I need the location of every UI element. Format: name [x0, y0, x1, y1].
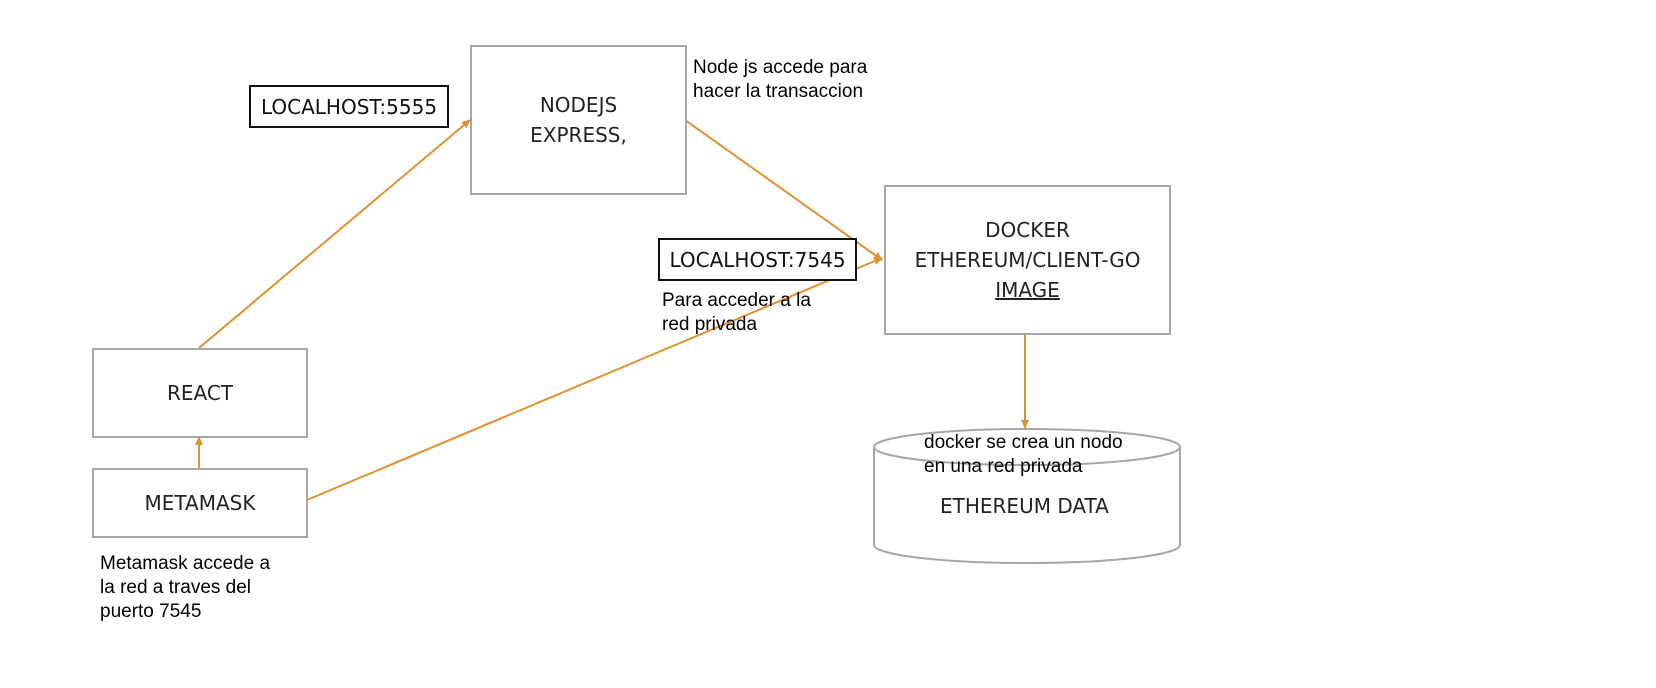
- docker-note: docker se crea un nodo en una red privad…: [924, 431, 1123, 479]
- react-label: REACT: [166, 381, 234, 405]
- image-label: IMAGE: [995, 278, 1060, 302]
- metamask-node: METAMASK: [92, 468, 308, 538]
- nodejs-express-node: NODEJS EXPRESS,: [470, 45, 687, 195]
- react-node: REACT: [92, 348, 308, 438]
- localhost-5555-label: LOCALHOST:5555: [249, 85, 449, 128]
- metamask-label: METAMASK: [144, 491, 256, 515]
- docker-note-line-1: docker se crea un nodo: [924, 432, 1123, 453]
- metamask-note-line-3: puerto 7545: [100, 601, 202, 622]
- nodejs-note-line-1: Node js accede para: [693, 57, 868, 78]
- localhost-7545-text: LOCALHOST:7545: [669, 247, 846, 272]
- port-note-line-1: Para acceder a la: [662, 290, 811, 311]
- docker-note-line-2: en una red privada: [924, 456, 1083, 477]
- docker-label: DOCKER: [985, 218, 1070, 242]
- arrow-metamask-to-docker: [306, 257, 883, 501]
- nodejs-note-line-2: hacer la transaccion: [693, 81, 864, 102]
- express-label: EXPRESS,: [530, 123, 627, 147]
- arrow-nodejs-to-docker: [684, 119, 883, 261]
- localhost-7545-label: LOCALHOST:7545: [658, 238, 857, 281]
- metamask-note-line-1: Metamask accede a: [100, 553, 271, 574]
- nodejs-label: NODEJS: [539, 93, 618, 117]
- arrow-react-to-nodejs: [198, 119, 471, 349]
- docker-node: DOCKER ETHEREUM/CLIENT-GO IMAGE: [884, 185, 1171, 335]
- metamask-note-line-2: la red a traves del: [100, 577, 252, 598]
- ethereum-data-label: ETHEREUM DATA: [940, 494, 1109, 518]
- nodejs-note: Node js accede para hacer la transaccion: [693, 56, 867, 104]
- port-note-line-2: red privada: [662, 314, 758, 335]
- metamask-note: Metamask accede a la red a traves del pu…: [100, 552, 270, 624]
- port-note: Para acceder a la red privada: [662, 289, 811, 337]
- ethereum-client-label: ETHEREUM/CLIENT-GO: [914, 248, 1141, 272]
- ethereum-data-cylinder: [873, 428, 1181, 564]
- localhost-5555-text: LOCALHOST:5555: [260, 94, 438, 119]
